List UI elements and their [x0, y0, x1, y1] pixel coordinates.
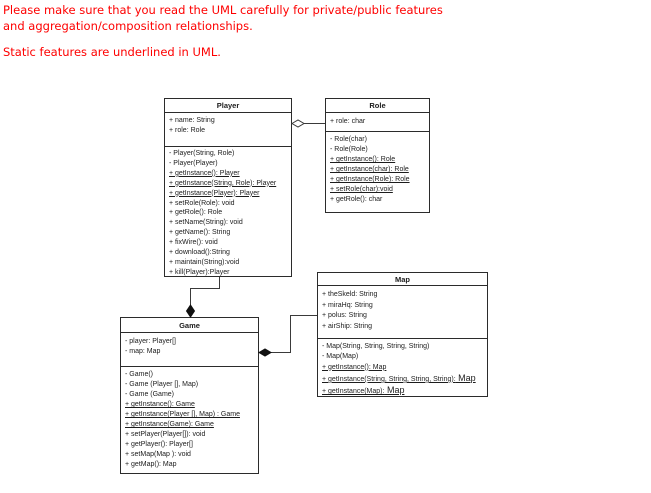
uml-member: + getInstance(): Map — [322, 363, 387, 371]
methods-compartment: - Map(String, String, String, String) - M… — [318, 339, 487, 396]
uml-member: + role: Role — [169, 126, 205, 134]
uml-member: - Role(Role) — [330, 146, 368, 153]
uml-member: + getInstance(String, String, String, St… — [322, 372, 476, 383]
uml-member: + getMap(): Map — [125, 461, 177, 468]
uml-member: + airShip: String — [322, 322, 372, 330]
uml-member: + polus: String — [322, 312, 367, 319]
uml-member: + getInstance(Role): Role — [330, 176, 410, 183]
instruction-line-2: and aggregation/composition relationship… — [3, 19, 253, 33]
attributes-compartment: + theSkeld: String + miraHq: String + polu… — [318, 286, 487, 339]
uml-member: + getInstance(): Role — [330, 156, 396, 163]
uml-member: + getInstance(): Game — [125, 401, 195, 408]
filled-diamond-icon — [258, 348, 272, 357]
methods-compartment: - Game() - Game (Player [], Map) - Game (G… — [121, 367, 258, 473]
class-title: Role — [326, 99, 429, 113]
uml-member: + getInstance(Player): Player — [169, 189, 260, 197]
filled-diamond-icon — [185, 304, 196, 318]
composition-connector-game-player — [185, 277, 220, 318]
static-note-text: Static features are underlined in UML. — [3, 44, 221, 60]
class-box-map: Map + theSkeld: String+ miraHq: String+ … — [317, 272, 488, 397]
uml-member: - Game (Game) — [125, 391, 175, 398]
uml-member: + setRole(char):void — [330, 186, 393, 193]
class-box-role: Role + role: char - Role(char) - Role(Rol… — [325, 98, 430, 213]
uml-member: - Role(char) — [330, 136, 367, 143]
class-title: Player — [165, 99, 291, 113]
methods-compartment: - Role(char) - Role(Role) + getInstance():… — [326, 132, 429, 212]
class-title: Game — [121, 318, 258, 333]
uml-member: + theSkeld: String — [322, 291, 378, 298]
uml-member: + getPlayer(): Player[] — [125, 441, 193, 448]
uml-member: + getInstance(Player [], Map) : Game — [125, 411, 240, 418]
uml-member: + setPlayer(Player[]): void — [125, 431, 206, 438]
uml-member: - Map(Map) — [322, 353, 359, 361]
uml-member: + getInstance(String, Role): Player — [169, 179, 277, 187]
uml-member: - player: Player[] — [125, 338, 176, 345]
uml-member: + kill(Player):Player — [169, 268, 230, 276]
attributes-compartment: - player: Player[] - map: Map — [121, 333, 258, 367]
uml-member: + setName(String): void — [169, 219, 243, 227]
methods-compartment: - Player(String, Role) - Player(Player) + … — [165, 147, 291, 276]
class-box-player: Player + name: String + role: Role - Play… — [164, 98, 292, 277]
uml-member: + getInstance(): Player — [169, 169, 240, 177]
uml-member: - Game() — [125, 371, 153, 378]
uml-member: + fixWire(): void — [169, 239, 218, 247]
attributes-compartment: + role: char — [326, 113, 429, 132]
uml-member: - Player(Player) — [169, 159, 218, 167]
uml-member: + getRole(): char — [330, 196, 383, 203]
uml-member-suffix: Map — [455, 372, 476, 383]
uml-member: + role: char — [330, 118, 366, 125]
uml-member: + getInstance(Map): Map — [322, 385, 405, 396]
uml-member: + setRole(Role): void — [169, 199, 235, 207]
uml-member: + setMap(Map ): void — [125, 451, 191, 458]
uml-member-suffix: Map — [384, 385, 405, 396]
attributes-compartment: + name: String + role: Role — [165, 113, 291, 147]
uml-member: - map: Map — [125, 348, 161, 355]
uml-member: + getInstance(Game): Game — [125, 421, 214, 428]
class-box-game: Game - player: Player[] - map: Map - Game… — [120, 317, 259, 474]
aggregation-connector-player-role — [291, 119, 325, 128]
hollow-diamond-icon — [291, 119, 305, 128]
uml-member: - Player(String, Role) — [169, 150, 235, 157]
uml-member: + name: String — [169, 117, 215, 124]
uml-member: + getName(): String — [169, 229, 231, 237]
instruction-line-3: Static features are underlined in UML. — [3, 45, 221, 59]
uml-member: - Map(String, String, String, String) — [322, 343, 430, 350]
composition-connector-game-map — [258, 315, 317, 357]
uml-member: + miraHq: String — [322, 301, 373, 309]
uml-member: + getInstance(char): Role — [330, 166, 409, 173]
instruction-text: Please make sure that you read the UML c… — [3, 2, 443, 34]
uml-member: + getRole(): Role — [169, 209, 223, 217]
uml-member: + download():String — [169, 249, 230, 257]
class-title: Map — [318, 273, 487, 286]
uml-member: + maintain(String):void — [169, 258, 240, 266]
uml-member: - Game (Player [], Map) — [125, 381, 199, 388]
instruction-line-1: Please make sure that you read the UML c… — [3, 3, 443, 17]
